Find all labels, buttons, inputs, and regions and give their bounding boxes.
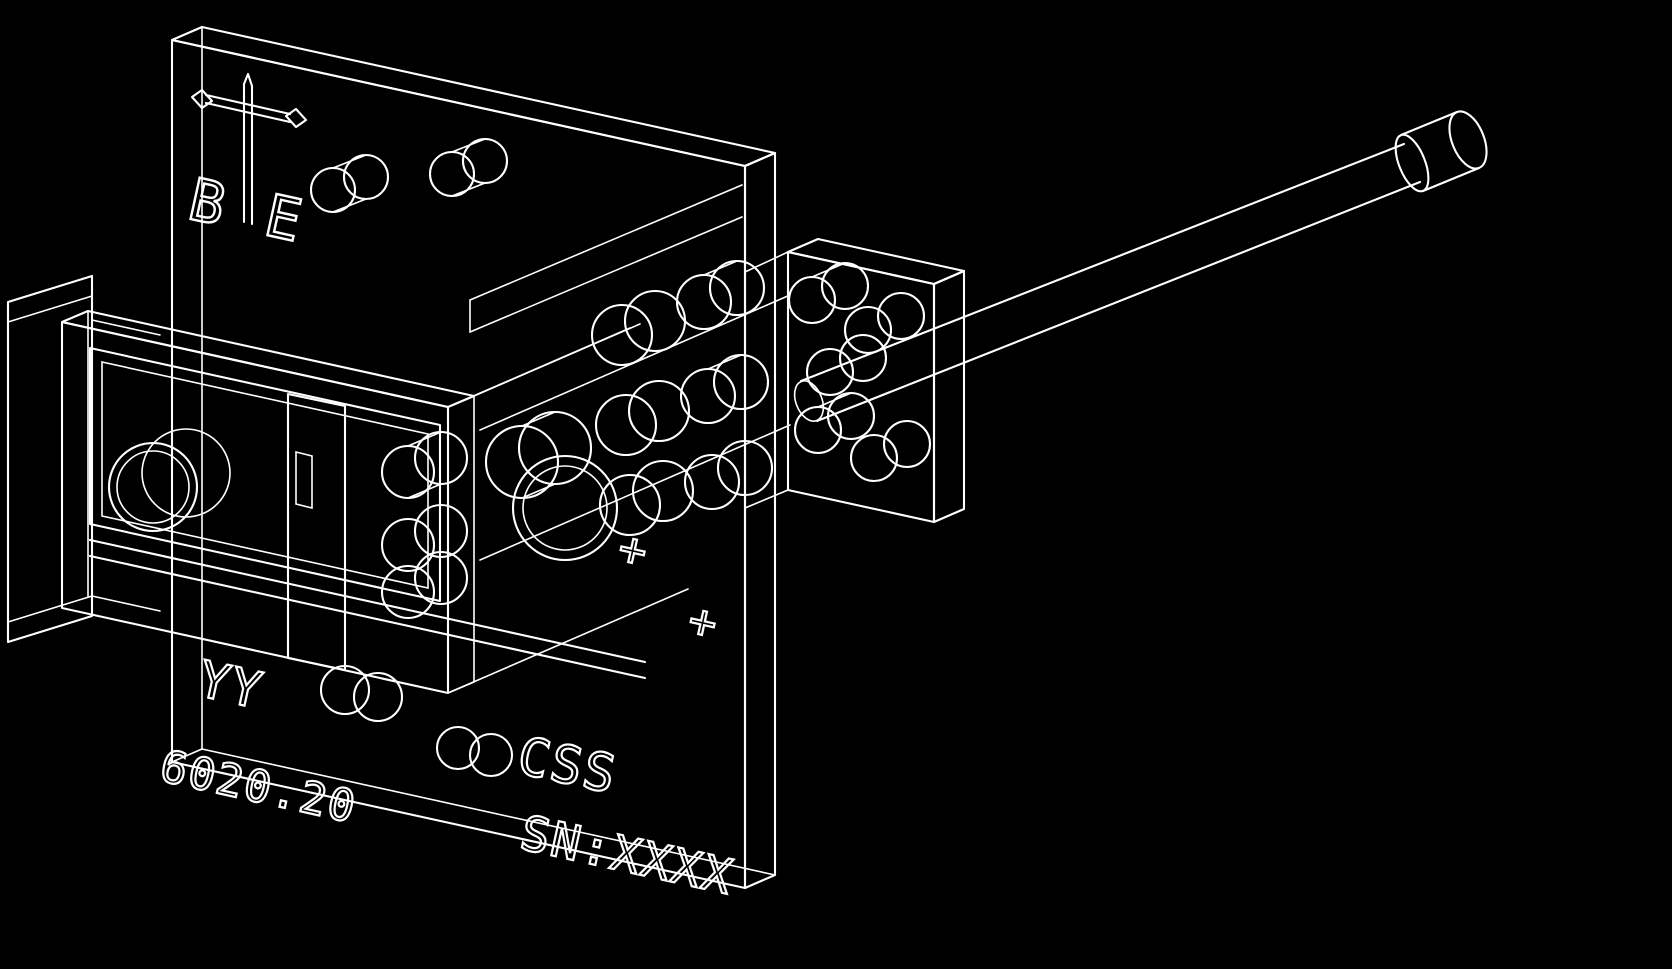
edge-line xyxy=(703,260,738,276)
cylinder-circle xyxy=(882,419,932,469)
roller-circle xyxy=(435,725,481,771)
probe-rod xyxy=(793,110,1488,423)
panel-top-face xyxy=(170,25,777,168)
bottom-rail xyxy=(88,554,647,680)
cylinder-circle xyxy=(627,379,691,443)
edge-line xyxy=(7,295,93,323)
cylinder-circle xyxy=(843,305,893,355)
edge-line xyxy=(479,424,791,561)
bottom-rail xyxy=(88,538,647,664)
lens-circle-outer xyxy=(107,441,199,533)
housing-window-outer xyxy=(88,346,442,603)
year-code-text: YY xyxy=(193,650,268,720)
edge-line xyxy=(447,588,689,694)
edge-line xyxy=(451,182,486,197)
edge-line xyxy=(171,748,203,763)
cylinder-circle xyxy=(590,303,654,367)
slider-block xyxy=(286,392,347,672)
edge-line xyxy=(407,483,442,499)
lens-circle-rear xyxy=(141,428,231,518)
roller-circle xyxy=(352,671,404,723)
rod-tip-ellipse xyxy=(1448,110,1488,170)
rear-connector-block xyxy=(744,237,966,524)
logo-crossbar xyxy=(204,93,292,116)
cylinder-circle xyxy=(787,275,837,325)
alignment-marks: + + xyxy=(613,519,726,652)
edge-line xyxy=(91,319,161,336)
logo-diamond-left xyxy=(190,88,214,110)
polarity-mark: + xyxy=(684,592,725,651)
logo-stem-tip xyxy=(242,72,254,88)
rod-cap-line xyxy=(1399,110,1459,137)
edge-line xyxy=(811,262,846,278)
edge-line xyxy=(407,431,442,447)
roller-circle xyxy=(468,732,514,778)
cylinder-circle xyxy=(380,564,436,620)
cylinder-circle xyxy=(675,273,733,331)
bore-circle-inner xyxy=(522,465,608,551)
cylinder-circle xyxy=(631,459,695,523)
panel-rear-bottom-edge xyxy=(201,748,776,876)
cylinder-circle xyxy=(598,473,662,537)
edge-line xyxy=(707,354,742,370)
edge-line xyxy=(744,489,789,509)
edge-line xyxy=(521,483,556,499)
product-name-text: CSS xyxy=(512,726,622,806)
logo-letter-b: B xyxy=(183,165,232,239)
cylinder-circle xyxy=(838,333,888,383)
cylinder-circle xyxy=(876,291,926,341)
block-front-face xyxy=(786,250,936,524)
edge-line xyxy=(332,198,367,213)
logo-letter-e: E xyxy=(259,181,308,255)
edge-line xyxy=(451,138,486,153)
edge-line xyxy=(521,411,556,427)
cylinder-circle xyxy=(380,517,436,573)
housing-window-inner xyxy=(101,361,429,589)
bore-circle-outer xyxy=(511,454,619,562)
block-right-face xyxy=(932,269,966,524)
part-number-text: 6020.20 xyxy=(156,741,362,834)
rod-shaft-line xyxy=(815,180,1422,423)
cylinder-circle xyxy=(683,453,741,511)
serial-number-text: SN:XXXX xyxy=(515,805,738,906)
polarity-mark: + xyxy=(614,520,655,579)
cylinder-stack xyxy=(380,259,774,620)
roller-circle xyxy=(319,664,371,716)
cylinder-circle xyxy=(679,367,737,425)
cylinder-circle xyxy=(623,289,687,353)
edge-line xyxy=(744,251,789,273)
cylinder-circle xyxy=(716,439,774,497)
edge-line xyxy=(469,216,743,333)
rod-cap-base-ellipse xyxy=(1394,133,1430,193)
bracket-face xyxy=(6,274,94,644)
slider-detail xyxy=(295,450,313,510)
edge-line xyxy=(469,184,743,301)
cylinder-circle xyxy=(413,550,469,606)
edge-line xyxy=(473,323,641,397)
logo-crossbar xyxy=(204,101,292,124)
rear-panel-edges xyxy=(469,184,791,561)
housing-top-face xyxy=(60,309,476,409)
brand-logo: B E xyxy=(182,72,309,256)
rod-shaft-line xyxy=(799,142,1406,383)
logo-diamond-right xyxy=(284,107,308,129)
edge-line xyxy=(91,595,161,612)
cylinder-circle xyxy=(805,347,855,397)
lens-circle-inner xyxy=(116,450,190,524)
cylinder-circle xyxy=(413,503,469,559)
edge-line xyxy=(7,595,93,623)
left-mount-bracket xyxy=(6,274,161,644)
sensor-housing xyxy=(60,309,689,778)
edge-line xyxy=(332,154,367,169)
cylinder-circle xyxy=(594,393,658,457)
cylinder-circle xyxy=(849,433,899,483)
rod-cap-line xyxy=(1421,166,1481,193)
front-panel xyxy=(170,25,777,890)
